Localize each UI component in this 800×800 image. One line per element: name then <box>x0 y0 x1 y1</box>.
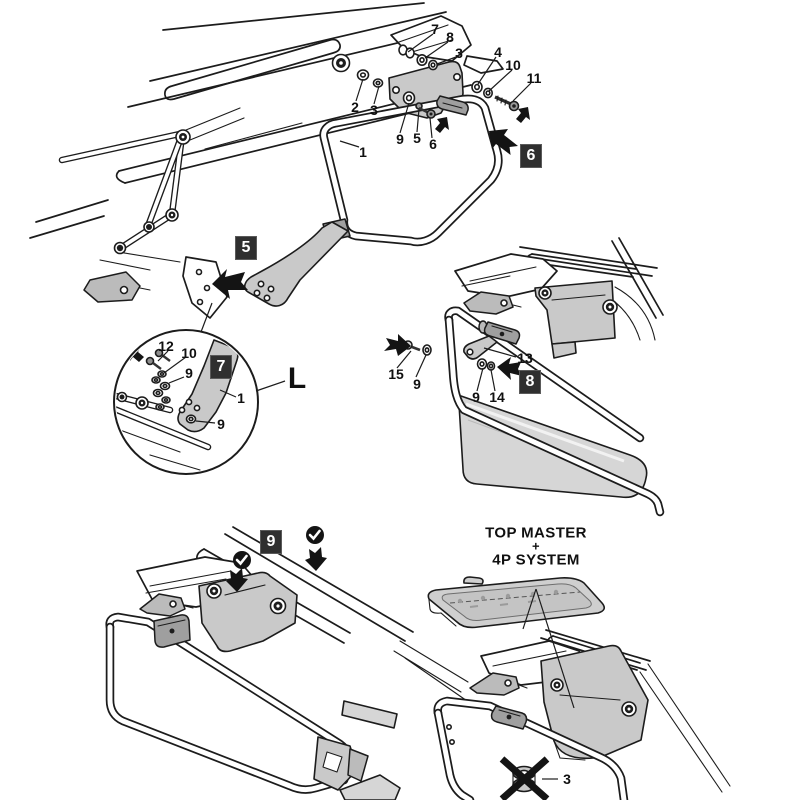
topmaster-title-line1: TOP MASTER <box>485 524 587 542</box>
part-callout: 13 <box>517 350 533 366</box>
part-callout: 9 <box>396 131 404 147</box>
part-callout: 5 <box>413 130 421 146</box>
mount-plate-art <box>198 571 298 653</box>
part-callout: 6 <box>429 136 437 152</box>
down-arrow-icon <box>226 547 327 592</box>
part-callout: 9 <box>217 416 225 432</box>
step-badge-7: 7 <box>210 355 232 379</box>
part-callout: 11 <box>526 70 542 86</box>
part-callout: 9 <box>472 389 480 405</box>
support-arm <box>463 335 498 360</box>
part-callout: 9 <box>185 365 193 381</box>
panel-main-art <box>29 2 532 333</box>
direction-arrow-step6-icon <box>489 129 518 155</box>
topmaster-title-line3: 4P SYSTEM <box>492 551 580 569</box>
part-callout: 14 <box>489 389 505 405</box>
view-label-L: L <box>287 362 307 395</box>
part-callout: 3 <box>370 102 378 118</box>
check-icon <box>233 526 324 569</box>
top-plate-art <box>427 576 606 629</box>
mount-bracket-art <box>540 644 649 761</box>
panel-step9-art <box>105 526 471 800</box>
screw-direction-arrow-icon <box>435 107 530 133</box>
part-callout: 2 <box>351 99 359 115</box>
part-callout: 8 <box>446 29 454 45</box>
fasteners-art <box>356 44 520 119</box>
step-badge-8: 8 <box>519 370 541 394</box>
case-rail-parts <box>313 700 401 800</box>
topmaster-title-plus: + <box>532 538 540 554</box>
turn-signal <box>469 672 520 696</box>
part-callout: 12 <box>158 338 174 354</box>
pannier-frame-art <box>319 94 503 247</box>
turn-signal <box>139 593 186 617</box>
pannier-frame-art <box>444 315 665 517</box>
part-callout: 9 <box>413 376 421 392</box>
part-callout: 4 <box>494 44 502 60</box>
panel-detail-art <box>113 329 286 475</box>
leader-lines <box>339 33 532 148</box>
pannier-frame-art <box>433 696 629 800</box>
step-badge-6: 6 <box>520 144 542 168</box>
direction-arrow-icon <box>384 334 522 380</box>
turn-signal <box>83 271 141 303</box>
part-callout: 15 <box>388 366 404 382</box>
part-callout: 10 <box>181 345 197 361</box>
part-callout: 3 <box>563 771 571 787</box>
leader-lines <box>522 588 575 780</box>
side-bracket-art <box>243 218 351 307</box>
direction-arrow-step5-icon <box>212 269 248 299</box>
part-callout: 7 <box>431 21 439 37</box>
mount-plate-art <box>534 280 618 359</box>
tail-bodywork <box>454 253 558 298</box>
prohibited-part-icon <box>499 756 550 800</box>
step-badge-9: 9 <box>260 530 282 554</box>
leader-lines <box>157 350 286 424</box>
part-callout: 3 <box>455 45 463 61</box>
turn-signal <box>463 291 514 315</box>
subframe-art <box>29 107 245 333</box>
panel-step8-art <box>384 237 665 517</box>
part-callout: 1 <box>359 144 367 160</box>
detail-fastener-stack <box>145 348 171 411</box>
panel-topmaster-art <box>427 576 731 800</box>
step-badge-5: 5 <box>235 236 257 260</box>
leader-lines <box>396 347 517 392</box>
part-callout: 10 <box>505 57 521 73</box>
part-callout: 1 <box>237 390 245 406</box>
